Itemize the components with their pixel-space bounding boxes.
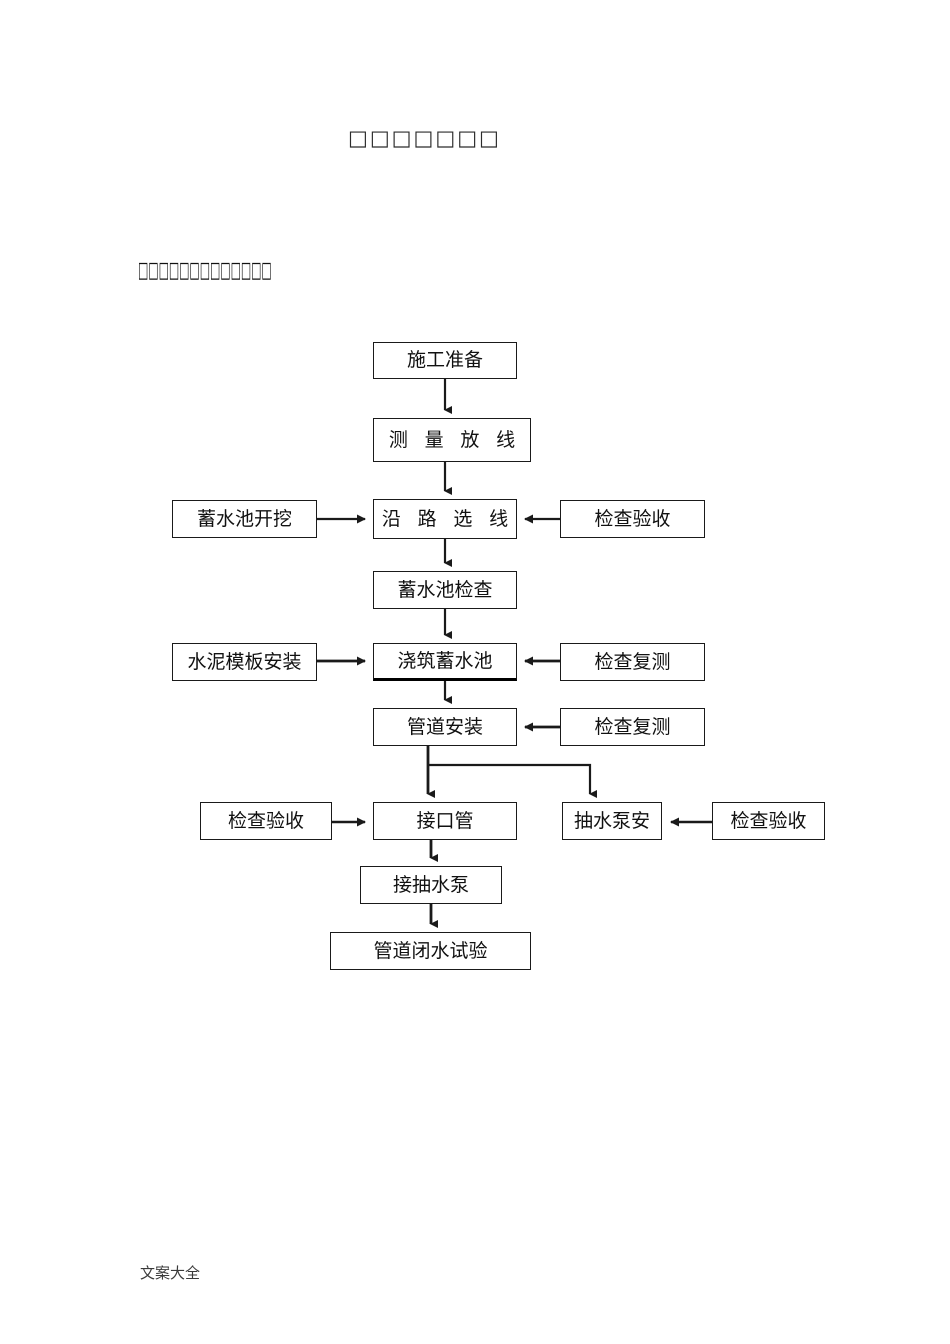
footer-text: 文案大全 <box>140 1266 201 1282</box>
flow-node-inspection-retest-1[interactable]: 检查复测 <box>560 643 705 681</box>
flow-node-joint-pipe[interactable]: 接口管 <box>373 802 517 840</box>
flow-node-cement-formwork-installation[interactable]: 水泥模板安装 <box>172 643 317 681</box>
flow-node-construction-preparation[interactable]: 施工准备 <box>373 342 517 379</box>
flow-node-water-pump-installation[interactable]: 抽水泵安 <box>562 802 662 840</box>
flow-node-route-selection[interactable]: 沿 路 选 线 <box>373 499 517 539</box>
flow-node-pour-reservoir[interactable]: 浇筑蓄水池 <box>373 643 517 681</box>
flow-node-connect-water-pump[interactable]: 接抽水泵 <box>360 866 502 904</box>
flow-node-reservoir-inspection[interactable]: 蓄水池检查 <box>373 571 517 609</box>
flow-node-survey-layout[interactable]: 测 量 放 线 <box>373 418 531 462</box>
flow-node-inspection-acceptance-1[interactable]: 检查验收 <box>560 500 705 538</box>
page-title: □□□□□□□ <box>348 126 501 150</box>
flow-node-pipeline-installation[interactable]: 管道安装 <box>373 708 517 746</box>
edge-n10-n14 <box>428 763 597 798</box>
flow-node-reservoir-excavation[interactable]: 蓄水池开挖 <box>172 500 317 538</box>
flow-node-inspection-retest-2[interactable]: 检查复测 <box>560 708 705 746</box>
flow-node-inspection-acceptance-2[interactable]: 检查验收 <box>200 802 332 840</box>
flow-node-inspection-acceptance-3[interactable]: 检查验收 <box>712 802 825 840</box>
section-heading: □□□□□□□□□□□□□ <box>138 258 272 283</box>
flow-node-pipeline-water-closure-test[interactable]: 管道闭水试验 <box>330 932 531 970</box>
